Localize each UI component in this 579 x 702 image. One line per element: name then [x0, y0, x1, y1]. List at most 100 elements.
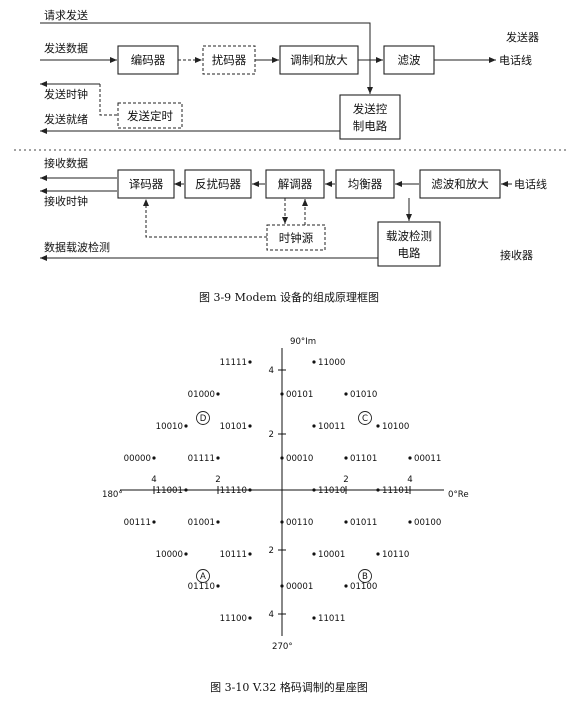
constellation-point-label: 00001: [286, 582, 313, 592]
descrambler-block: [184, 169, 252, 199]
constellation-point-label: 11000: [318, 358, 345, 368]
constellation-point: 10110: [376, 550, 409, 560]
request-to-send-line: [40, 22, 371, 36]
constellation-point: 11011: [312, 614, 345, 624]
constellation-point-label: 01000: [188, 390, 215, 400]
constellation-point: 00101: [280, 390, 313, 400]
constellation-point-label: 11101: [382, 486, 409, 496]
constellation-caption: 图 3-10 V.32 格码调制的星座图: [210, 680, 368, 694]
encoder-label: 编码器: [131, 53, 166, 67]
tick-label-y-pos-2: 2: [269, 430, 274, 440]
constellation-point: 01000: [188, 390, 220, 400]
clock-source-label: 时钟源: [279, 231, 314, 245]
tick-label-y-neg-2: 2: [269, 546, 274, 556]
constellation-dot: [248, 424, 252, 428]
constellation-dot: [280, 456, 284, 460]
filter-label: 滤波: [398, 53, 421, 67]
constellation-dot: [280, 392, 284, 396]
constellation-point: 11110: [220, 486, 252, 496]
constellation-chart: 90°Im 180° 0°Re 270° 2 4 4 2 4 2 2 4 D C: [102, 337, 469, 652]
constellation-point-label: 01100: [350, 582, 377, 592]
constellation-dot: [312, 424, 316, 428]
constellation-point-label: 00100: [414, 518, 441, 528]
constellation-point-label: 00101: [286, 390, 313, 400]
signal-receive-clock: 接收时钟: [44, 194, 88, 208]
constellation-point: 01110: [188, 582, 220, 592]
axis-label-top: 90°Im: [290, 337, 316, 347]
tx-timing-label: 发送定时: [127, 109, 173, 123]
demodulator-block: [265, 169, 325, 199]
signal-receive-data: 接收数据: [44, 156, 88, 170]
constellation-points: 11111 11000 01000 00101 01010 10010 10101 10011…: [124, 358, 442, 624]
constellation-point: 00000: [124, 454, 156, 464]
block-diagram-caption: 图 3-9 Modem 设备的组成原理框图: [199, 290, 379, 304]
constellation-dot: [216, 584, 220, 588]
modulator-block: [279, 45, 359, 75]
constellation-point-label: 10010: [156, 422, 183, 432]
clock-to-decoder-arrow: [143, 199, 267, 238]
decoder-label: 译码器: [129, 177, 164, 191]
clock-to-timing-line: [99, 84, 118, 116]
constellation-dot: [152, 456, 156, 460]
constellation-point-label: 01111: [188, 454, 215, 464]
constellation-point: 11010: [312, 486, 345, 496]
tick-label-x-neg-4: 4: [151, 475, 156, 485]
constellation-point: 11111: [220, 358, 252, 368]
constellation-dot: [184, 552, 188, 556]
tx-control-block: [339, 94, 401, 140]
signal-transmit-data: 发送数据: [44, 41, 88, 55]
constellation-point-label: 01110: [188, 582, 215, 592]
quadrant-marker-b: B: [358, 569, 372, 583]
constellation-dot: [216, 520, 220, 524]
tick-label-y-neg-4: 4: [269, 610, 274, 620]
receiver-section: 接收数据 接收时钟 译码器 反扰码器 解调器 均衡器 滤波和放大 电话线 时钟源…: [40, 156, 547, 267]
quadrant-marker-d: D: [196, 411, 210, 425]
tx-timing-block: [117, 102, 183, 129]
constellation-dot: [216, 456, 220, 460]
constellation-dot: [344, 456, 348, 460]
constellation-point: 11001: [156, 486, 188, 496]
constellation-dot: [184, 488, 188, 492]
constellation-dot: [408, 520, 412, 524]
constellation-point-label: 11111: [220, 358, 247, 368]
constellation-point: 10001: [312, 550, 345, 560]
constellation-point: 10000: [156, 550, 188, 560]
tick-label-x-pos-2: 2: [343, 475, 348, 485]
constellation-point-label: 01011: [350, 518, 377, 528]
clock-source-block: [266, 224, 326, 251]
constellation-point: 11000: [312, 358, 345, 368]
constellation-point: 11101: [376, 486, 409, 496]
constellation-dot: [152, 520, 156, 524]
constellation-point-label: 01001: [188, 518, 215, 528]
quadrant-marker-a: A: [196, 569, 210, 583]
constellation-point-label: 10011: [318, 422, 345, 432]
constellation-dot: [408, 456, 412, 460]
tx-control-label-2: 制电路: [353, 119, 388, 133]
quadrant-label-b: B: [362, 572, 368, 582]
constellation-point: 00110: [280, 518, 313, 528]
constellation-dot: [248, 552, 252, 556]
filter-block: [383, 45, 435, 75]
constellation-dot: [312, 552, 316, 556]
signal-carrier-detect: 数据载波检测: [44, 240, 110, 254]
constellation-point-label: 11011: [318, 614, 345, 624]
constellation-point: 01010: [344, 390, 377, 400]
constellation-point-label: 00011: [414, 454, 441, 464]
constellation-point: 00010: [280, 454, 313, 464]
constellation-dot: [280, 520, 284, 524]
tick-label-x-neg-2: 2: [215, 475, 220, 485]
equalizer-block: [335, 169, 395, 199]
constellation-point: 10101: [220, 422, 252, 432]
descrambler-label: 反扰码器: [195, 177, 241, 191]
constellation-point: 10010: [156, 422, 188, 432]
constellation-dot: [280, 584, 284, 588]
signal-transmit-clock: 发送时钟: [44, 87, 88, 101]
scrambler-block: [202, 45, 256, 75]
constellation-point: 01001: [188, 518, 220, 528]
tick-label-y-pos-4: 4: [269, 366, 274, 376]
receiver-label: 接收器: [500, 248, 533, 262]
constellation-point: 01111: [188, 454, 220, 464]
constellation-point: 10100: [376, 422, 409, 432]
signal-line-in: 电话线: [514, 177, 547, 191]
